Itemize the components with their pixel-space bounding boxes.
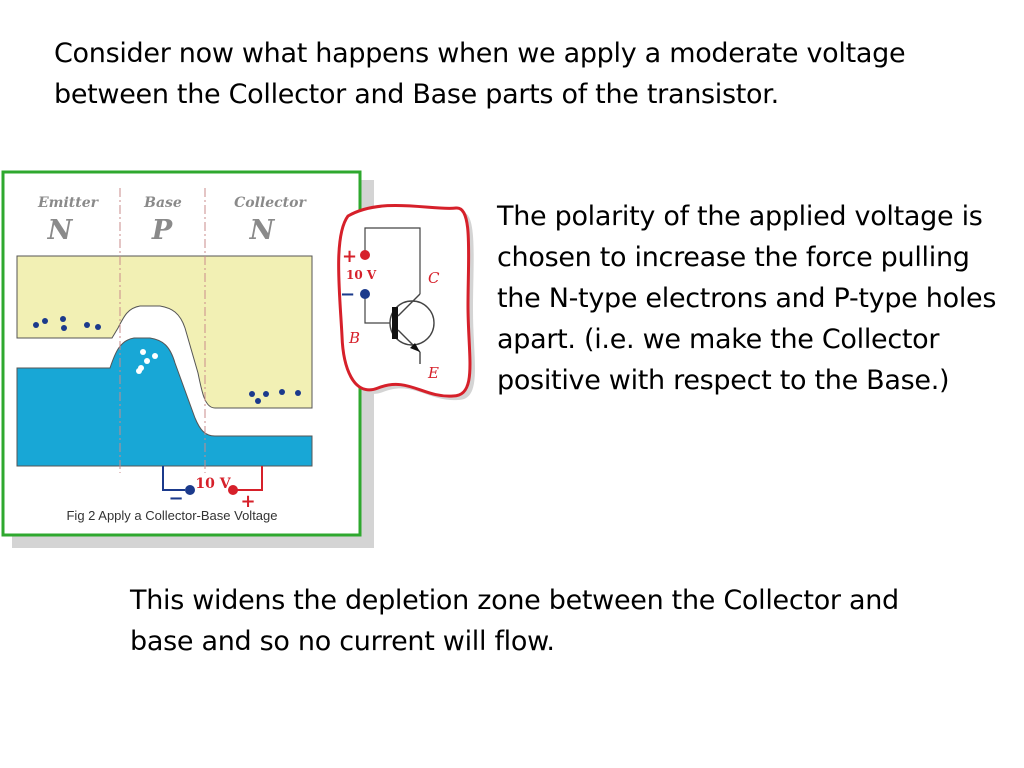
emitter-arrow-icon [410,343,420,352]
inset-supply-label: 10 V [346,268,377,282]
conduction-band [16,255,313,409]
electron [249,391,255,397]
base-label: Base [143,195,182,211]
electron [255,398,261,404]
hole [152,353,158,359]
emitter-label: Emitter [37,195,100,211]
band-diagram-figure: Emitter Base Collector N P N 10 V − + [1,170,374,548]
collector-type-label: N [249,215,276,246]
figure-caption: Fig 2 Apply a Collector-Base Voltage [66,508,277,523]
negative-terminal [185,485,195,495]
emitter-electrons [33,316,101,331]
transistor-circuit-inset: + − 10 V C B E [337,203,475,401]
electron [263,391,269,397]
transistor-base-bar [392,307,398,339]
base-holes [136,349,158,374]
hole [144,358,150,364]
collector-label: Collector [234,195,307,211]
intro-paragraph: Consider now what happens when we apply … [54,38,906,110]
hole [136,368,142,374]
electron [84,322,90,328]
inset-negative-terminal [360,289,370,299]
electron [279,389,285,395]
collector-bias-wire [236,466,263,491]
polarity-paragraph: The polarity of the applied voltage is c… [497,201,997,396]
transistor-symbol [389,300,435,346]
base-wire [364,294,390,324]
collector-wire [364,227,421,294]
inset-positive-terminal [360,250,370,260]
figure-supply-label: 10 V [195,476,231,492]
electron [60,316,66,322]
inset-minus-sign: − [340,284,355,305]
inset-base-label: B [348,329,360,347]
electron [61,325,67,331]
base-type-label: P [151,215,173,246]
electron [95,324,101,330]
inset-outline [337,203,472,398]
positive-terminal [228,485,238,495]
electron [33,322,39,328]
electron [295,390,301,396]
hole [140,349,146,355]
base-bias-wire [162,466,185,491]
inset-collector-label: C [428,269,440,287]
emitter-type-label: N [47,215,74,246]
valence-band [16,337,313,467]
inset-emitter-label: E [427,364,439,382]
conclusion-paragraph: This widens the depletion zone between t… [130,585,899,657]
figure-minus-sign: − [168,488,183,509]
electron [42,318,48,324]
collector-electrons [249,389,301,404]
inset-plus-sign: + [342,246,357,267]
transistor-collector-lead [397,293,421,317]
figure-plus-sign: + [240,491,255,512]
